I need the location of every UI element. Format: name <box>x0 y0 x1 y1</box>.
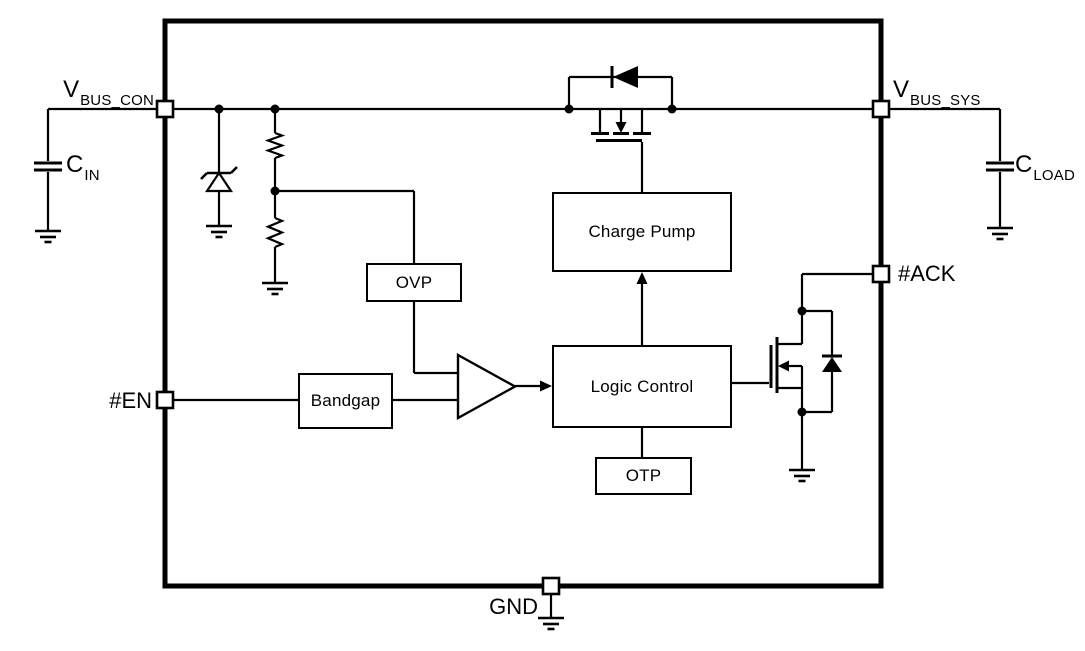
resistor-divider-icon <box>262 109 288 296</box>
bandgap-block-label: Bandgap <box>310 391 381 410</box>
cload-sub: LOAD <box>1033 166 1075 184</box>
ground-icon <box>262 281 288 296</box>
pin-gnd <box>541 576 561 596</box>
pin-vbus-con <box>155 99 175 119</box>
pin-en <box>155 390 175 410</box>
pass-nmos-fet-icon <box>591 109 651 192</box>
ground-icon <box>789 468 815 483</box>
top-body-diode-icon <box>567 66 674 109</box>
ground-icon <box>987 226 1013 241</box>
ic-boundary <box>162 18 884 589</box>
pin-ack <box>871 264 891 284</box>
cin-label: CIN <box>66 151 100 184</box>
bandgap-block: Bandgap <box>298 373 393 429</box>
input-capacitor-icon <box>34 109 62 244</box>
gnd-pin-ground <box>538 594 564 631</box>
charge-pump-block-label: Charge Pump <box>588 222 696 241</box>
cin-main: C <box>66 151 84 178</box>
vbus-sys-sub: BUS_SYS <box>910 91 981 109</box>
ack-pin-label: #ACK <box>898 261 956 286</box>
vbus-con-main: V <box>63 76 80 103</box>
pin-vbus-sys <box>871 99 891 119</box>
ground-icon <box>538 616 564 631</box>
load-capacitor-icon <box>986 109 1014 241</box>
ack-nmos-fet-icon <box>732 272 873 483</box>
cload-label: CLOAD <box>1015 151 1075 184</box>
gnd-pin-label: GND <box>489 594 538 619</box>
vbus-con-sub: BUS_CON <box>80 91 154 109</box>
en-pin-label: #EN <box>109 388 152 413</box>
ovp-sense-wire <box>275 189 458 375</box>
logic-control-block-label: Logic Control <box>590 376 694 396</box>
vbus-sys-main: V <box>893 76 910 103</box>
vbus-con-pin-label: VBUS_CON <box>63 76 154 109</box>
logic-control-block: Logic Control <box>552 345 732 428</box>
vbus-sys-pin-label: VBUS_SYS <box>893 76 981 109</box>
comparator-icon <box>456 352 552 421</box>
zener-diode-icon <box>200 109 238 239</box>
otp-block: OTP <box>595 457 692 495</box>
ground-icon <box>206 224 232 239</box>
cload-main: C <box>1015 151 1033 178</box>
ovp-block: OVP <box>366 263 462 302</box>
junction-dots <box>214 104 807 417</box>
cin-sub: IN <box>84 166 100 184</box>
charge-pump-block: Charge Pump <box>552 192 732 272</box>
ground-icon <box>35 229 61 244</box>
logic-to-chargepump-wire <box>636 272 648 345</box>
ack-body-diode-icon <box>802 309 842 414</box>
ovp-block-label: OVP <box>395 272 433 292</box>
otp-block-label: OTP <box>625 466 662 485</box>
